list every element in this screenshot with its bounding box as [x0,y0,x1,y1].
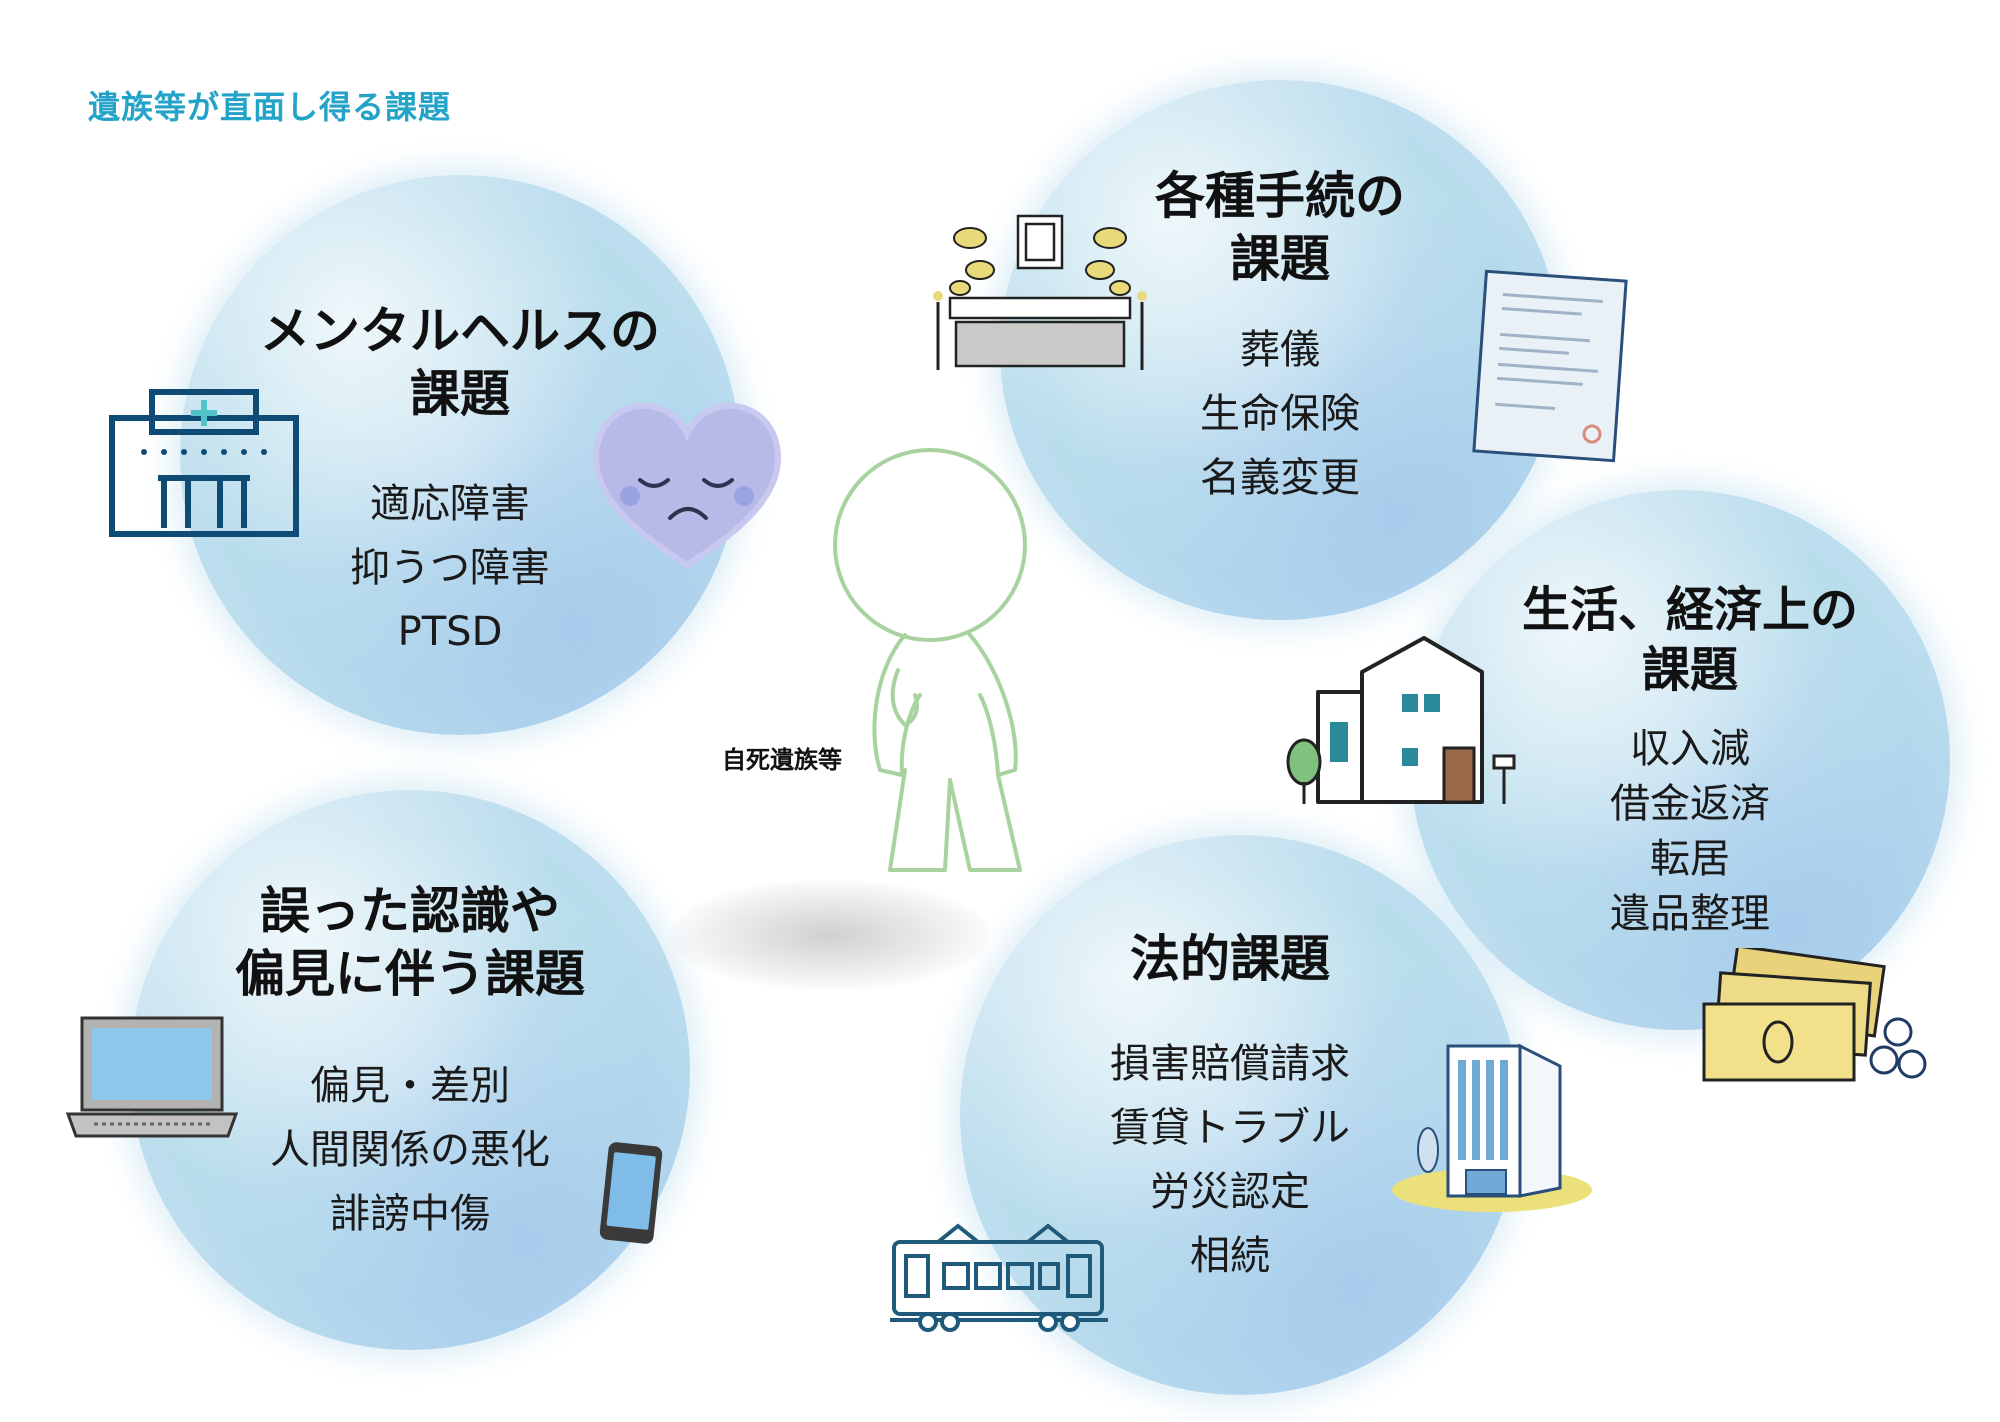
smartphone-icon [599,1142,663,1244]
list-item: 適応障害 [370,481,530,527]
funeral-altar-icon [933,214,1147,370]
money-icon [1702,948,1927,1082]
prejudice-items: 偏見・差別 人間関係の悪化 誹謗中傷 [230,1054,590,1246]
prejudice-heading-line1: 誤った認識や [260,882,560,940]
list-item: 転居 [1650,836,1730,882]
figure-shadow [670,880,990,990]
legal-heading-line1: 法的課題 [1130,930,1330,988]
hospital-icon [109,389,299,537]
list-item: 葬儀 [1240,327,1320,373]
list-item: 名義変更 [1200,455,1360,501]
list-item: 誹謗中傷 [330,1191,490,1237]
office-building-icon [1392,1043,1592,1212]
mental-health-heading-line2: 課題 [410,364,510,423]
document-icon [1472,269,1628,463]
list-item: 人間関係の悪化 [270,1127,550,1173]
list-item: 収入減 [1630,726,1750,772]
list-item: 損害賠償請求 [1110,1041,1350,1087]
procedures-items: 葬儀 生命保険 名義変更 [1130,318,1430,510]
mental-health-items: 適応障害 抑うつ障害 PTSD [300,472,600,664]
person-figure-icon [833,448,1027,872]
laptop-icon [65,1016,239,1138]
list-item: 相続 [1190,1233,1270,1279]
life-economy-items: 収入減 借金返済 転居 遺品整理 [1540,722,1840,942]
list-item: 借金返済 [1610,781,1770,827]
house-icon [1286,636,1516,804]
life-economy-heading: 生活、経済上の 課題 [1480,580,1900,700]
sad-heart-icon [592,402,782,569]
list-item: 賃貸トラブル [1110,1105,1350,1151]
mental-health-heading-line1: メンタルヘルスの [260,302,660,360]
prejudice-heading: 誤った認識や 偏見に伴う課題 [170,880,650,1005]
bubble-legal [960,835,1520,1395]
train-icon [890,1223,1108,1332]
mental-health-heading: メンタルヘルスの 課題 [200,300,720,425]
life-economy-heading-line1: 生活、経済上の [1521,582,1858,638]
list-item: PTSD [397,609,503,655]
list-item: 遺品整理 [1610,891,1770,937]
list-item: 抑うつ障害 [350,545,550,591]
life-economy-heading-line2: 課題 [1641,642,1738,698]
procedures-heading-line1: 各種手続の [1155,167,1405,225]
legal-items: 損害賠償請求 賃貸トラブル 労災認定 相続 [1080,1032,1380,1288]
legal-heading: 法的課題 [1030,928,1430,991]
list-item: 生命保険 [1200,391,1360,437]
center-label: 自死遺族等 [722,746,842,774]
list-item: 労災認定 [1150,1169,1310,1215]
prejudice-heading-line2: 偏見に伴う課題 [235,944,585,1003]
page-title: 遺族等が直面し得る課題 [88,88,452,126]
procedures-heading: 各種手続の 課題 [1080,165,1480,290]
list-item: 偏見・差別 [310,1063,510,1109]
procedures-heading-line2: 課題 [1230,229,1330,288]
